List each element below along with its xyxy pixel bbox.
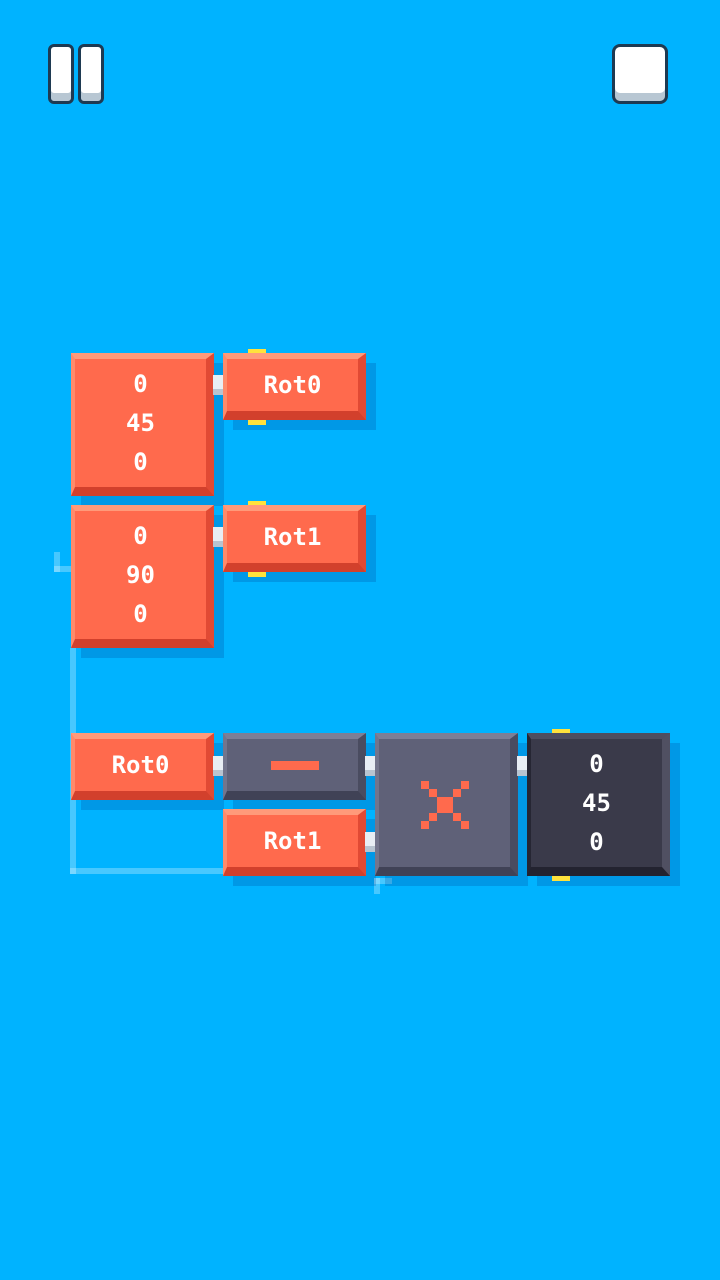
connector-b — [213, 527, 225, 547]
pause-button[interactable] — [48, 44, 110, 108]
vector-block-a[interactable]: 0 45 0 — [71, 353, 214, 496]
wire-left-stub-2 — [54, 566, 72, 572]
result-vector-block[interactable]: 0 45 0 — [527, 733, 670, 876]
vector-a-x: 0 — [133, 370, 148, 399]
vector-b-z: 0 — [133, 599, 148, 628]
pin-rot0-bottom — [248, 420, 266, 425]
connector-c — [213, 756, 225, 776]
pin-rot0-top — [248, 349, 266, 354]
multiply-icon — [421, 781, 469, 829]
rot1-output-label: Rot1 — [263, 523, 322, 551]
wire-bottom-horizontal — [70, 868, 230, 874]
wire-left-stub — [54, 552, 60, 572]
result-z: 0 — [589, 827, 604, 856]
rot1-input-label: Rot1 — [263, 827, 322, 855]
rot0-input-label: Rot0 — [111, 751, 170, 779]
vector-a-z: 0 — [133, 447, 148, 476]
vector-a-y: 45 — [126, 408, 155, 437]
pin-result-bottom — [552, 876, 570, 881]
pin-rot1-bottom — [248, 572, 266, 577]
vector-b-y: 90 — [126, 560, 155, 589]
connector-e — [365, 832, 377, 852]
subtract-block[interactable] — [223, 733, 366, 800]
pin-result-top — [552, 729, 570, 734]
rot1-output-block[interactable]: Rot1 — [223, 505, 366, 572]
pause-icon-left-bar — [48, 44, 74, 104]
wire-bottom-stub-2 — [374, 878, 392, 884]
result-x: 0 — [589, 750, 604, 779]
vector-block-b[interactable]: 0 90 0 — [71, 505, 214, 648]
stop-button[interactable] — [612, 44, 668, 104]
pause-icon-right-bar — [78, 44, 104, 104]
connector-a — [213, 375, 225, 395]
rot1-input-block[interactable]: Rot1 — [223, 809, 366, 876]
vector-b-x: 0 — [133, 522, 148, 551]
rot0-output-label: Rot0 — [263, 371, 322, 399]
connector-f — [517, 756, 529, 776]
pin-rot1-top — [248, 501, 266, 506]
minus-icon — [271, 761, 319, 770]
wire-bottom-stub — [374, 878, 380, 894]
connector-d — [365, 756, 377, 776]
result-y: 45 — [582, 788, 611, 817]
multiply-block[interactable] — [375, 733, 518, 876]
rot0-input-block[interactable]: Rot0 — [71, 733, 214, 800]
rot0-output-block[interactable]: Rot0 — [223, 353, 366, 420]
